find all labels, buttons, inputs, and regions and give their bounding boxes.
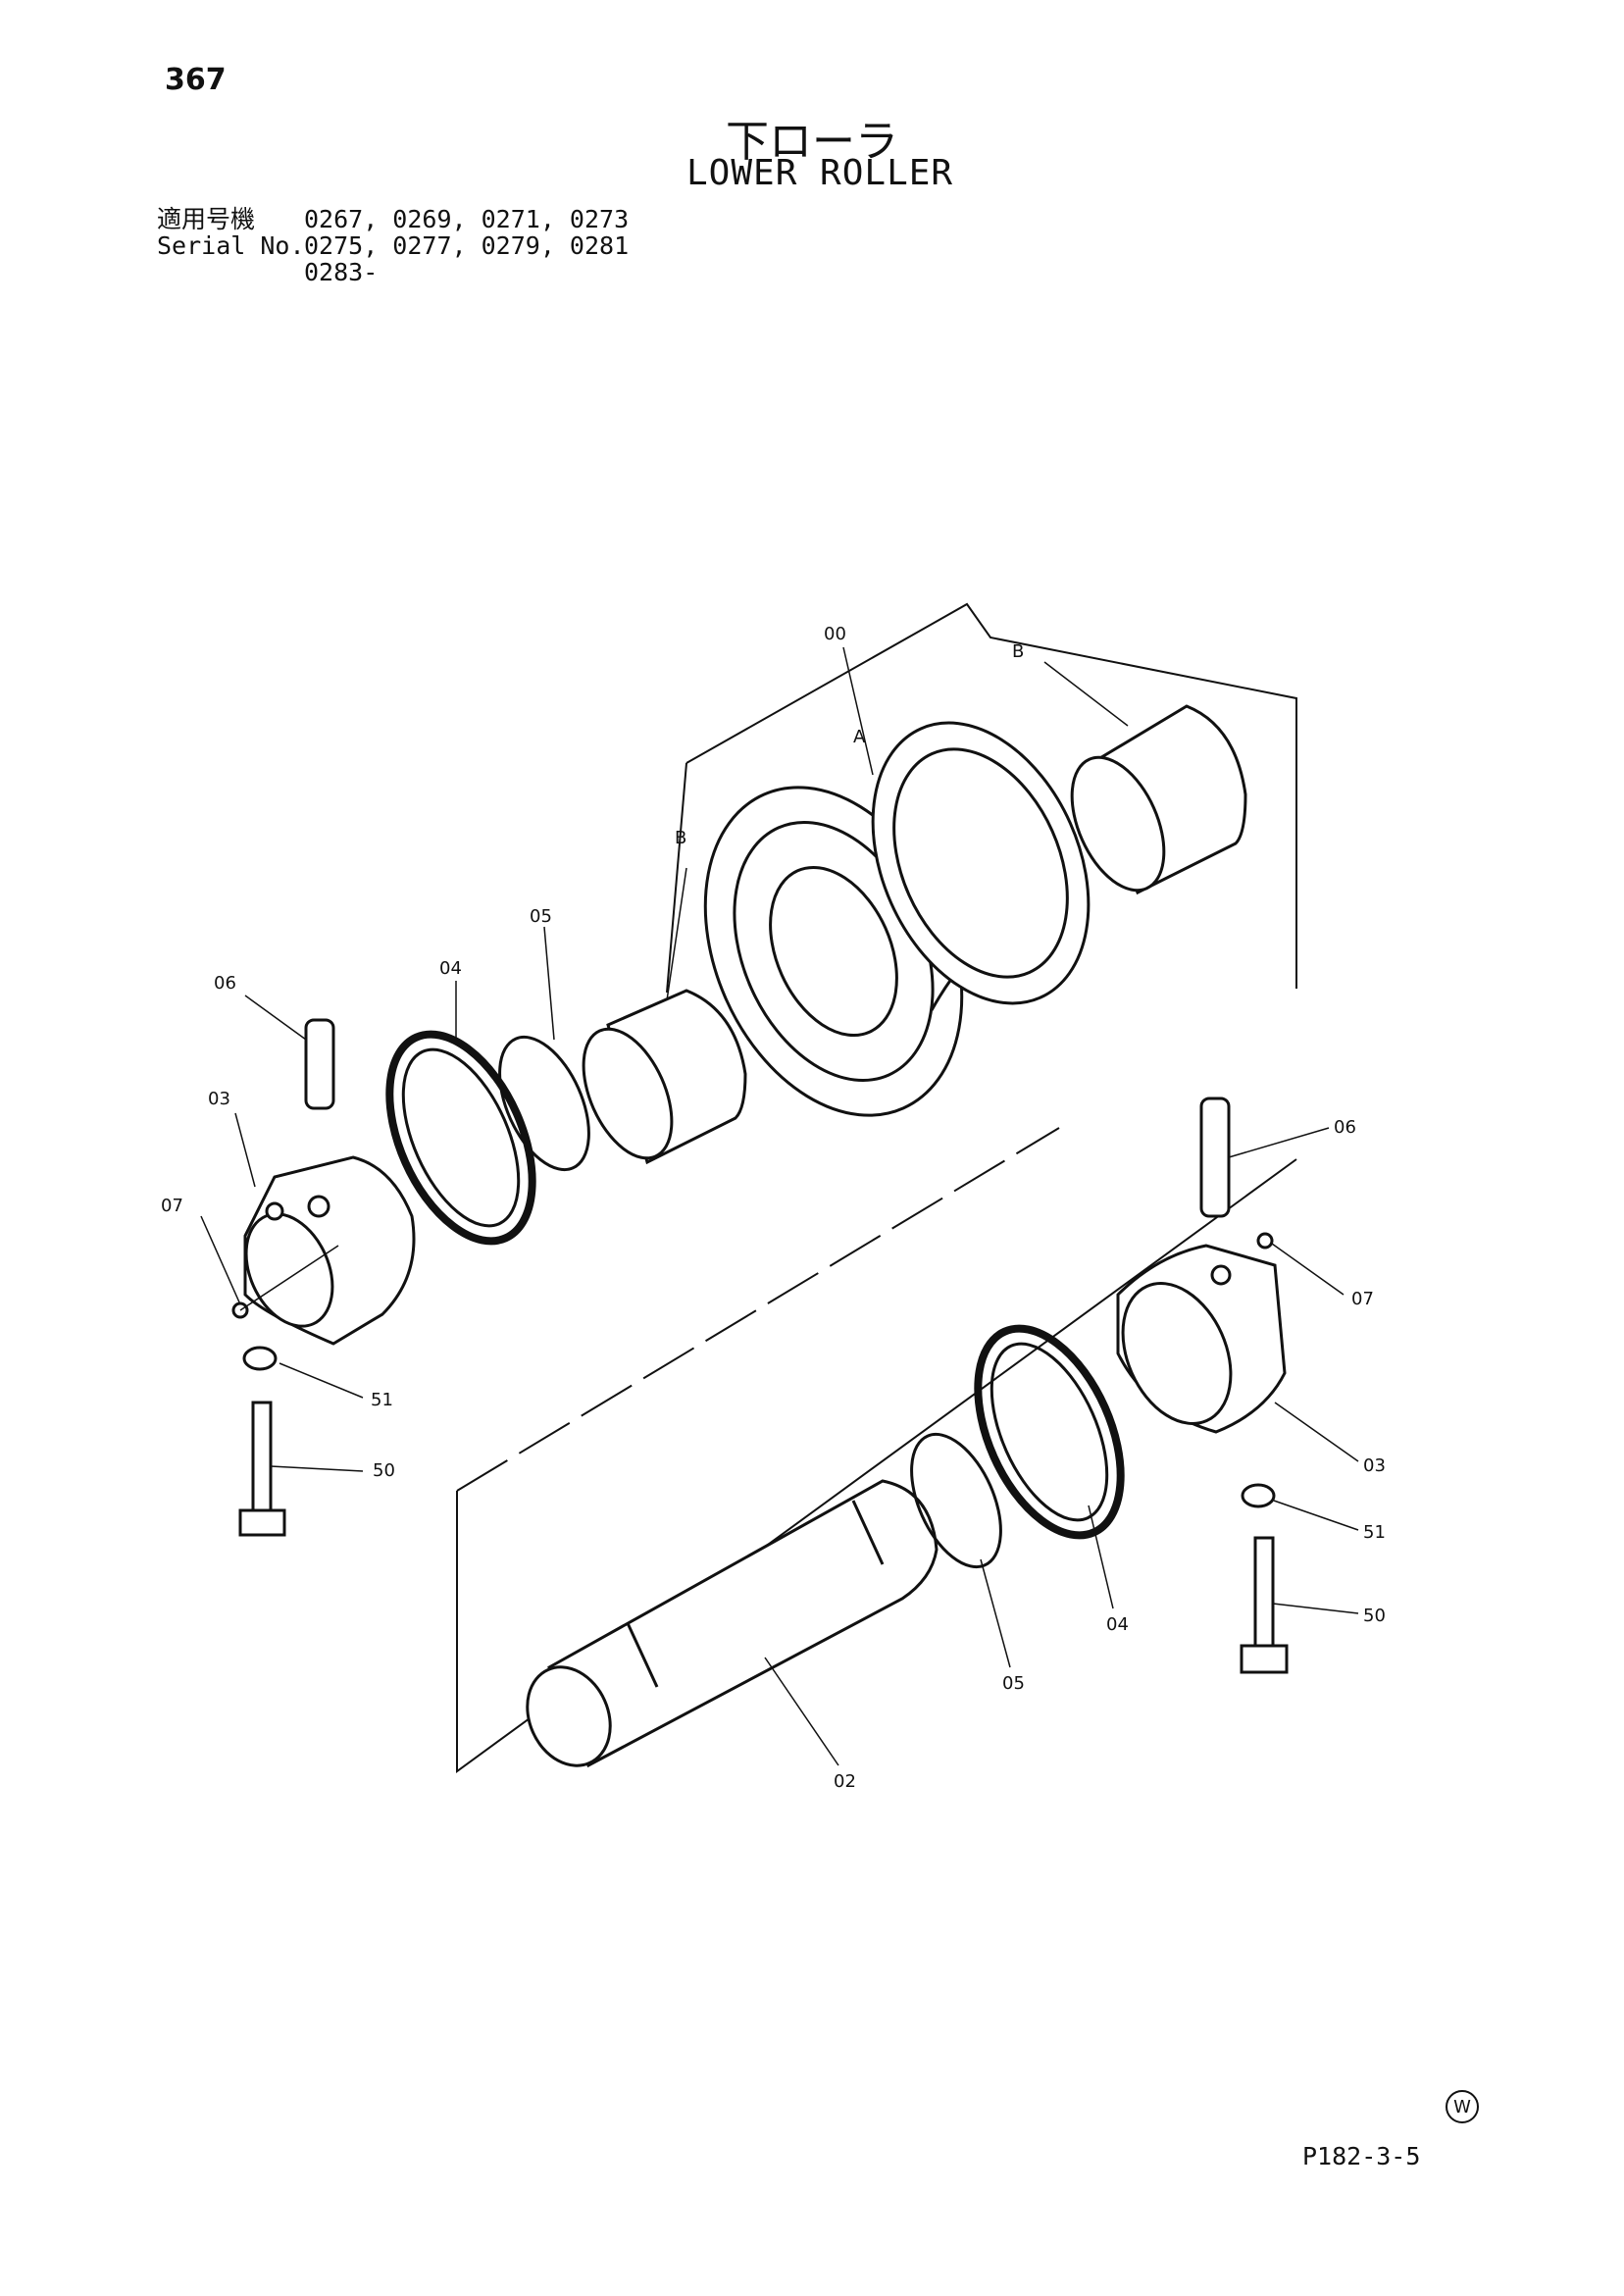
serial-line-2: 0275, 0277, 0279, 0281 (304, 231, 630, 260)
collar-03-right (1116, 1244, 1287, 1434)
bushing-left (582, 989, 747, 1165)
washer-51-right (1241, 1483, 1276, 1508)
callout-03-right: 03 (1363, 1455, 1386, 1476)
callout-04-bottom: 04 (1106, 1614, 1129, 1635)
assembly-frame-upper-left (666, 762, 687, 994)
callout-a: A (853, 727, 866, 747)
assembly-frame-lower-top (456, 1127, 1060, 1492)
shaft-02 (526, 1479, 939, 1768)
callout-51-right: 51 (1363, 1522, 1386, 1543)
callout-03-left: 03 (208, 1089, 230, 1109)
pin-06-left (304, 1018, 335, 1110)
callout-05-top: 05 (530, 906, 552, 927)
o-ring-05-bottom (910, 1432, 1002, 1569)
bolt-50-right (1240, 1536, 1289, 1674)
callout-b-top: B (1012, 641, 1024, 662)
w-mark-icon: W (1446, 2090, 1479, 2123)
assembly-frame-lower (456, 1158, 1297, 1773)
collar-03-left (243, 1155, 416, 1346)
callout-02: 02 (834, 1771, 856, 1792)
roller-part-00 (703, 721, 1091, 1117)
serial-line-1: 0267, 0269, 0271, 0273 (304, 205, 630, 233)
serial-block: 適用号機 0267, 0269, 0271, 0273 Serial No.027… (157, 206, 629, 285)
bushing-right (1070, 704, 1247, 895)
assembly-frame-upper (685, 602, 1297, 989)
callout-00: 00 (824, 624, 846, 644)
callout-06-right: 06 (1334, 1117, 1356, 1138)
callout-07-right: 07 (1351, 1289, 1374, 1309)
callout-50-left: 50 (373, 1460, 395, 1481)
pin-06-right (1199, 1097, 1231, 1218)
callout-51-left: 51 (371, 1390, 393, 1410)
bolt-50-left (238, 1401, 286, 1537)
serial-label-en: Serial No. (157, 231, 305, 260)
plug-07-right (1256, 1232, 1274, 1250)
callout-06-left: 06 (214, 973, 236, 994)
floating-seal-04-top (385, 1030, 536, 1246)
callout-b-left: B (675, 828, 686, 848)
callout-04-top: 04 (439, 958, 462, 979)
callout-05-bottom: 05 (1002, 1673, 1025, 1694)
o-ring-05-top (498, 1035, 590, 1172)
callout-50-right: 50 (1363, 1606, 1386, 1626)
page-number: 367 (165, 63, 227, 97)
callout-07-left: 07 (161, 1196, 183, 1216)
floating-seal-04-bottom (974, 1324, 1125, 1540)
drawing-code: P182-3-5 (1302, 2142, 1421, 2170)
serial-line-3: 0283- (304, 258, 379, 286)
title-japanese: 下ローラ (726, 117, 898, 167)
serial-label-jp: 適用号機 (157, 205, 256, 233)
title-english: LOWER ROLLER (686, 153, 954, 193)
washer-51-left (242, 1346, 278, 1371)
